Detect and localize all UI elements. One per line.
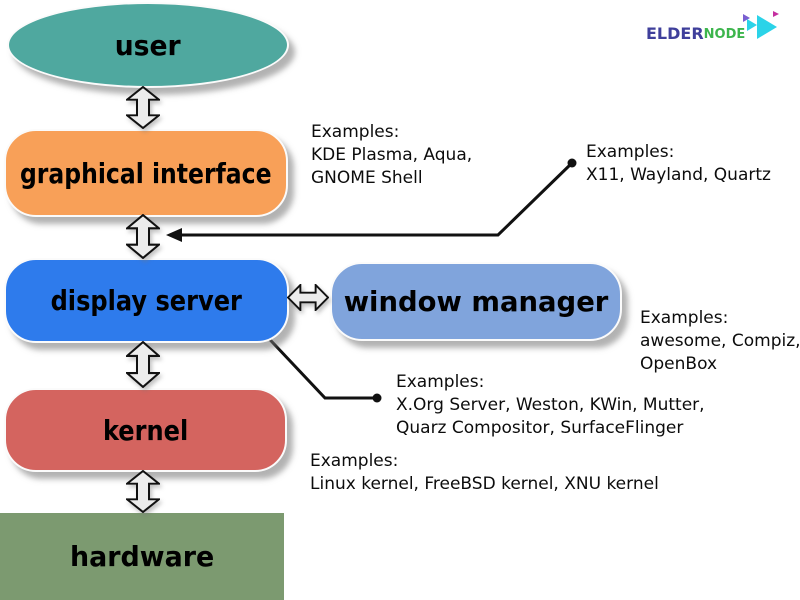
double-arrow-display-server-kernel-icon [126,341,160,388]
node-graphical-interface: graphical interface [4,129,288,217]
annotation-title: Examples: [311,122,400,142]
arrowhead [166,228,182,242]
node-display-server-label: display server [50,284,243,317]
node-window-manager-label: window manager [343,285,609,318]
logo-text-node: node [703,21,746,43]
double-arrow-user-graphical-interface-icon [126,86,160,129]
logo-play-icon [743,11,780,45]
annotation-title: Examples: [586,142,675,162]
node-hardware: hardware [0,513,284,600]
connector-dot [372,393,382,403]
node-kernel-label: kernel [102,413,189,447]
annotation-title: Examples: [310,451,399,471]
logo-eldernode: elder node [646,11,780,45]
node-graphical-interface-label: graphical interface [20,156,272,190]
node-window-manager: window manager [330,262,622,341]
double-arrow-display-server-window-manager-icon [287,284,329,311]
node-user-label: user [115,28,181,62]
annotation-line: KDE Plasma, Aqua, [311,145,473,165]
annotation-line: OpenBox [640,354,718,374]
annotation-line: GNOME Shell [311,168,423,188]
logo-triangle-magenta-icon [773,11,780,17]
node-user: user [7,2,289,88]
connector-dot [567,158,577,168]
annotation-display-protocol-examples: Examples: X11, Wayland, Quartz [586,141,771,187]
annotation-line: Linux kernel, FreeBSD kernel, XNU kernel [310,474,659,494]
node-hardware-label: hardware [69,540,215,573]
annotation-graphical-interface-examples: Examples: KDE Plasma, Aqua, GNOME Shell [311,121,472,190]
annotation-display-server-examples: Examples: X.Org Server, Weston, KWin, Mu… [396,371,705,440]
logo-triangle-big-cyan-icon [757,15,778,39]
node-kernel: kernel [4,388,287,472]
logo-text-elder: elder [646,19,704,45]
double-arrow-graphical-interface-display-server-icon [126,214,160,259]
node-display-server: display server [4,258,289,343]
annotation-window-manager-examples: Examples: awesome, Compiz, OpenBox [640,307,800,376]
annotation-title: Examples: [640,308,729,328]
annotation-kernel-examples: Examples: Linux kernel, FreeBSD kernel, … [310,450,659,496]
annotation-line: X.Org Server, Weston, KWin, Mutter, [396,395,705,415]
annotation-line: X11, Wayland, Quartz [586,165,771,185]
annotation-line: Quarz Compositor, SurfaceFlinger [396,418,684,438]
logo-triangle-violet-icon [743,14,751,22]
annotation-title: Examples: [396,372,485,392]
annotation-line: awesome, Compiz, [640,331,800,351]
double-arrow-kernel-hardware-icon [126,470,160,513]
logo-triangle-small-cyan-icon [747,19,758,31]
